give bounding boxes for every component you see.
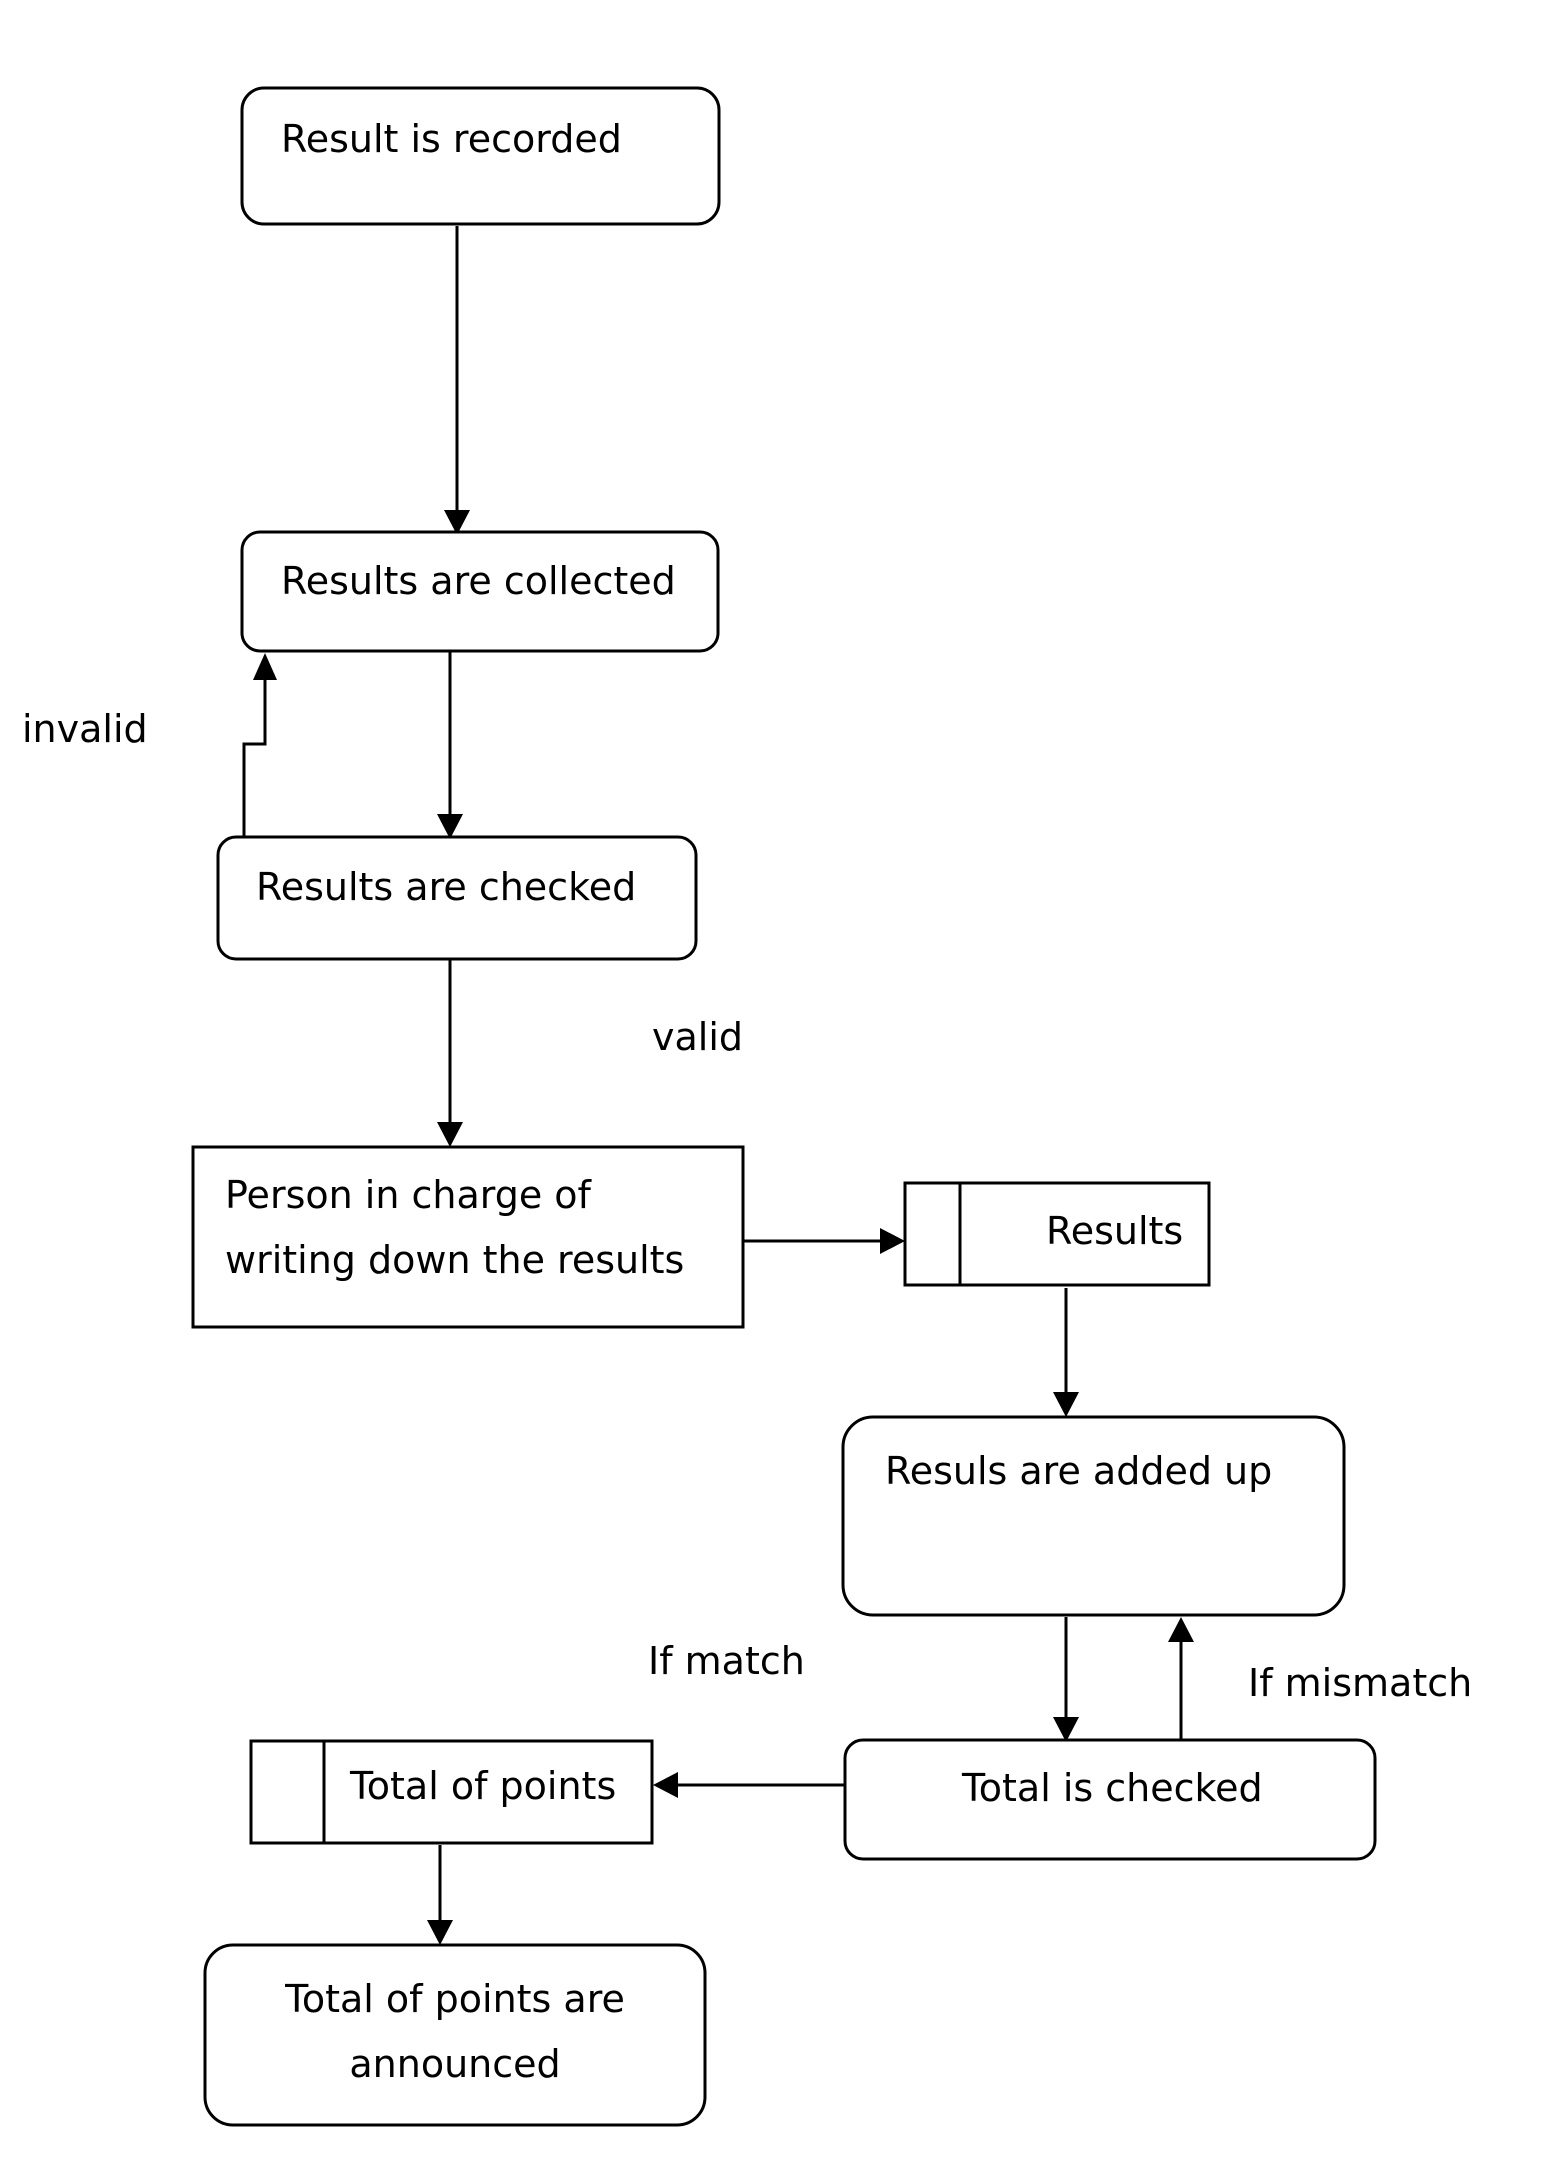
arrowhead-collected-to-checked [437, 814, 463, 839]
result-recorded-box [240, 86, 721, 226]
announced-label-line2: announced [349, 2042, 560, 2086]
person-in-charge-label-line2: writing down the results [225, 1238, 684, 1282]
node-total-checked: Total is checked [843, 1738, 1377, 1861]
node-results-added: Resuls are added up [841, 1415, 1346, 1617]
node-person-in-charge: Person in charge of writing down the res… [191, 1145, 745, 1329]
connectors [242, 226, 1194, 1945]
results-added-label: Resuls are added up [885, 1449, 1272, 1493]
node-results-checked: Results are checked [216, 835, 698, 961]
total-points-store-label: Total of points [349, 1764, 616, 1808]
results-store-label: Results [1046, 1209, 1183, 1253]
result-recorded-label: Result is recorded [281, 117, 622, 161]
node-total-points-store: Total of points [249, 1739, 654, 1845]
arrowhead-added-to-total-checked [1053, 1717, 1079, 1742]
announced-label-line1: Total of points are [284, 1977, 625, 2021]
edge-label-valid: valid [652, 1015, 743, 1059]
arrowhead-person-to-results [880, 1228, 905, 1254]
node-results-store: Results [903, 1181, 1211, 1287]
results-added-box [841, 1415, 1346, 1617]
person-in-charge-box [191, 1145, 745, 1329]
announced-box [203, 1943, 707, 2127]
node-result-recorded: Result is recorded [240, 86, 721, 226]
results-checked-label: Results are checked [256, 865, 636, 909]
results-collected-box [240, 530, 720, 653]
total-checked-label: Total is checked [961, 1766, 1263, 1810]
arrowhead-match [653, 1772, 678, 1798]
arrowhead-invalid-loop [253, 653, 277, 680]
arrowhead-mismatch [1168, 1617, 1194, 1642]
node-results-collected: Results are collected [240, 530, 720, 653]
results-store-box [903, 1181, 1211, 1287]
results-collected-label: Results are collected [281, 559, 676, 603]
arrowhead-results-to-added [1053, 1392, 1079, 1417]
node-announced: Total of points are announced [203, 1943, 707, 2127]
total-checked-box [843, 1738, 1377, 1861]
total-points-store-box [249, 1739, 654, 1845]
edge-label-invalid: invalid [22, 707, 148, 751]
results-checked-box [216, 835, 698, 961]
arrowhead-recorded-to-collected [444, 510, 470, 535]
arrowhead-checked-to-person [437, 1122, 463, 1147]
edge-label-if-mismatch: If mismatch [1248, 1661, 1472, 1705]
edge-label-if-match: If match [648, 1639, 805, 1683]
person-in-charge-label-line1: Person in charge of [225, 1173, 593, 1217]
arrow-invalid-loop [242, 680, 267, 837]
arrowhead-points-to-announced [427, 1920, 453, 1945]
